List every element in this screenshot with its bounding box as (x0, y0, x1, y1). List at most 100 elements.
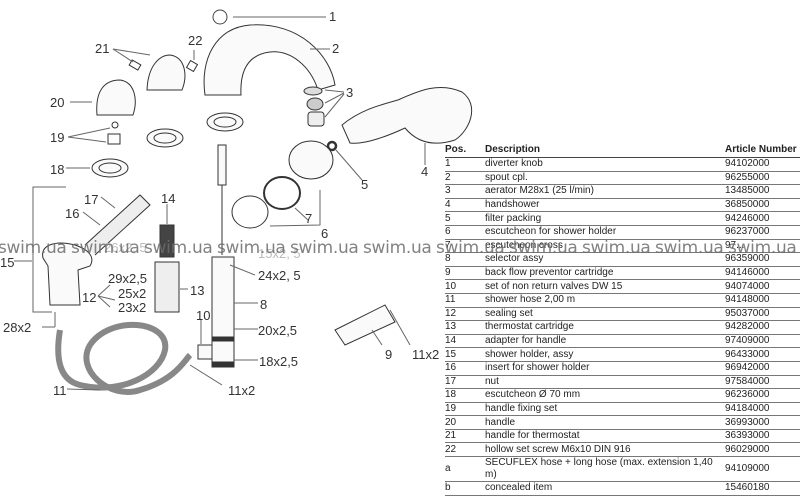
row-article-number: 94102000 (725, 157, 800, 172)
callout-16: 16 (65, 206, 80, 221)
row-article-number: 96359000 (725, 252, 800, 267)
row-pos: 10 (445, 279, 485, 294)
oring-25x2: 25x2 (118, 286, 147, 301)
callout-12: 12 (82, 290, 97, 305)
row-article-number: 36850000 (725, 198, 800, 213)
row-pos: 12 (445, 307, 485, 322)
oring-15x2-5: 15x2, 5 (258, 246, 301, 261)
row-description: escutcheon cross (485, 239, 725, 254)
row-pos: 7 (445, 239, 485, 254)
row-pos: 14 (445, 334, 485, 349)
callout-15: 15 (0, 255, 15, 270)
row-article-number: 97... (725, 239, 800, 254)
callout-22: 22 (188, 33, 203, 48)
row-description: SECUFLEX hose + long hose (max. extensio… (485, 456, 725, 483)
row-description: handle for thermostat (485, 429, 725, 444)
row-pos: 15 (445, 347, 485, 362)
row-article-number: 96029000 (725, 442, 800, 458)
row-description: thermostat cartridge (485, 320, 725, 335)
row-pos: 17 (445, 375, 485, 390)
row-article-number: 36993000 (725, 415, 800, 430)
handshower-part (341, 86, 473, 144)
row-article-number: 96236000 (725, 388, 800, 403)
row-pos: 2 (445, 171, 485, 186)
callout-5: 5 (361, 177, 369, 192)
callout-7: 7 (305, 211, 313, 226)
selector-assy-part (211, 256, 235, 368)
row-article-number: 96942000 (725, 361, 800, 376)
row-description: selector assy (485, 252, 725, 267)
row-pos: 11 (445, 293, 485, 308)
callout-9: 9 (385, 347, 393, 362)
row-article-number: 13485000 (725, 184, 800, 199)
row-article-number: 96255000 (725, 171, 800, 186)
row-article-number: 97409000 (725, 334, 800, 349)
callout-13: 13 (190, 283, 205, 298)
row-pos: 3 (445, 184, 485, 199)
row-pos: 13 (445, 320, 485, 335)
header-pos: Pos. (445, 144, 485, 158)
row-description: handle (485, 415, 725, 430)
oring-26x2-5: 26x2, 5 (104, 240, 147, 255)
row-article-number: 94282000 (725, 320, 800, 335)
oring-18x2-5: 18x2,5 (259, 354, 299, 369)
oring-23x2: 23x2 (118, 300, 147, 315)
row-pos: 5 (445, 211, 485, 226)
row-pos: 20 (445, 415, 485, 430)
row-pos: 19 (445, 402, 485, 417)
oring-28x2: 28x2 (3, 320, 32, 335)
callout-4: 4 (421, 164, 429, 179)
callout-17: 17 (84, 192, 99, 207)
row-article-number: 94109000 (725, 456, 800, 483)
row-description: insert for shower holder (485, 361, 725, 376)
table-header-row: Pos. Description Article Number (445, 144, 800, 158)
callout-18: 18 (50, 162, 65, 177)
row-article-number: 96237000 (725, 225, 800, 240)
callout-1: 1 (329, 9, 337, 24)
row-article-number: 15460180 (725, 481, 800, 496)
callout-8: 8 (260, 297, 268, 312)
callout-14: 14 (161, 191, 176, 206)
shower-holder-part (42, 242, 93, 306)
row-description: escutcheon for shower holder (485, 225, 725, 240)
oring-11x2-cartridge: 11x2 (412, 347, 440, 362)
escutcheon-shower-holder-part (288, 140, 334, 180)
header-description: Description (485, 144, 725, 158)
callout-21: 21 (95, 41, 110, 56)
row-description: adapter for handle (485, 334, 725, 349)
row-description: spout cpl. (485, 171, 725, 186)
row-article-number: 94146000 (725, 266, 800, 281)
row-description: back flow preventor cartridge (485, 266, 725, 281)
callout-19: 19 (50, 130, 65, 145)
callout-2: 2 (332, 41, 340, 56)
row-pos: 4 (445, 198, 485, 213)
row-article-number: 94148000 (725, 293, 800, 308)
row-article-number: 94246000 (725, 211, 800, 226)
row-pos: 6 (445, 225, 485, 240)
spout-part (203, 24, 336, 96)
row-description: handshower (485, 198, 725, 213)
header-article-number: Article Number (725, 144, 800, 158)
row-article-number: 94074000 (725, 279, 800, 294)
